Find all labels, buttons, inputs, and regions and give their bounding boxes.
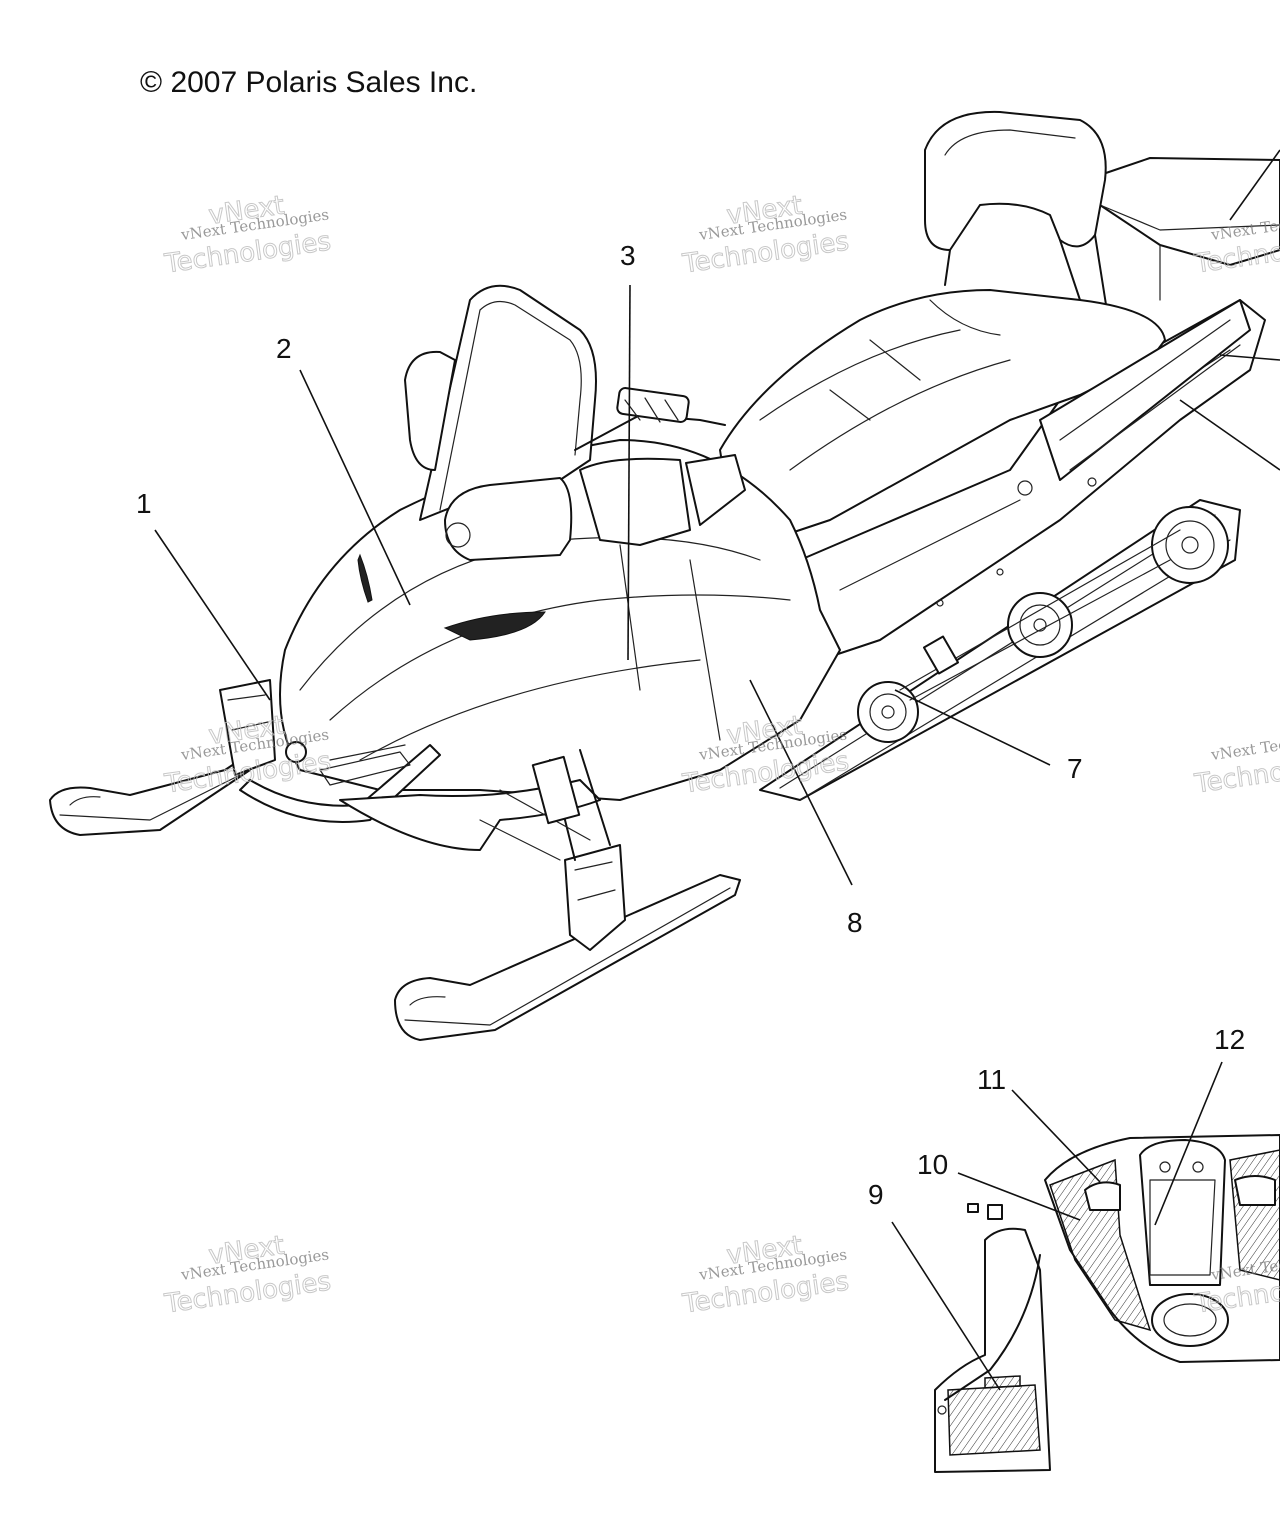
snowmobile-illustration [49, 110, 1280, 1041]
copyright-text: © 2007 Polaris Sales Inc. [140, 66, 477, 99]
rear-trunk [1099, 157, 1280, 266]
watermark: vNext vNext Technologies Technologies [680, 190, 852, 280]
front-skis [49, 679, 741, 1041]
callout-numbers: 1 2 3 7 8 9 10 11 12 [136, 240, 1245, 1210]
watermark: vNext vNext Technologies Technologies [162, 190, 334, 280]
callout-3: 3 [620, 240, 636, 271]
watermark: vNext Technologies Technologies [1192, 725, 1280, 800]
watermark: vNext vNext Technologies Technologies [162, 1230, 334, 1320]
callout-8: 8 [847, 907, 863, 938]
callout-12: 12 [1214, 1024, 1245, 1055]
watermark: vNext vNext Technologies Technologies [680, 1230, 852, 1320]
callout-2: 2 [276, 333, 292, 364]
callout-7: 7 [1067, 753, 1083, 784]
hood [279, 439, 841, 801]
callout-9: 9 [868, 1179, 884, 1210]
callout-1: 1 [136, 488, 152, 519]
leader-lines [154, 149, 1280, 1391]
windshield [419, 284, 597, 521]
rear-detail-illustration [934, 1134, 1280, 1473]
passenger-backrest [924, 110, 1107, 251]
track-assembly [759, 499, 1241, 801]
callout-11: 11 [977, 1064, 1006, 1095]
callout-10: 10 [917, 1149, 948, 1180]
